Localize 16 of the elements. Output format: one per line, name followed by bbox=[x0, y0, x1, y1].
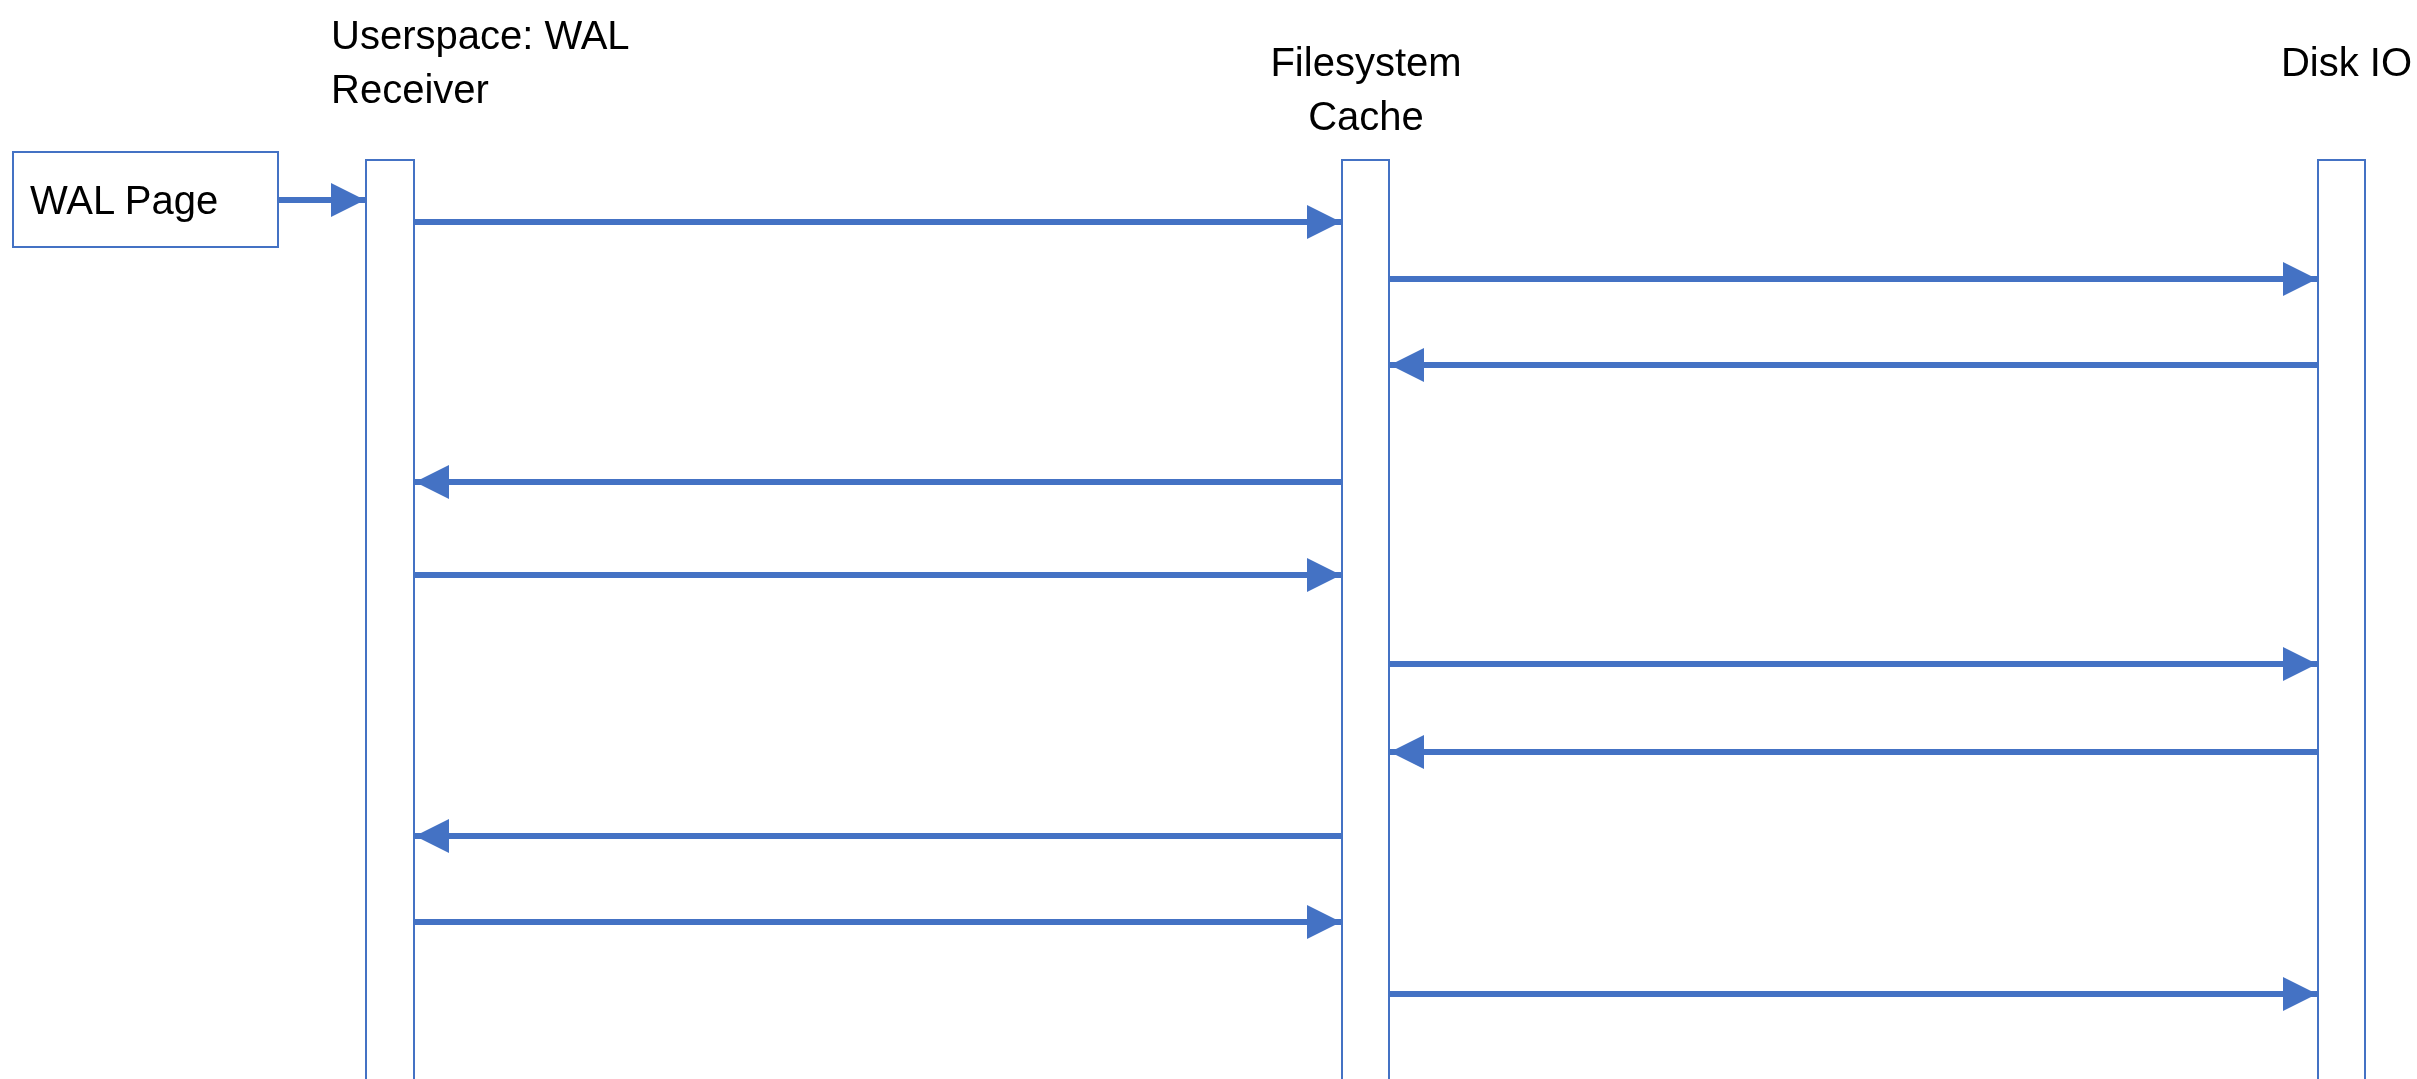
arrow bbox=[415, 819, 1341, 853]
arrow bbox=[1390, 262, 2317, 296]
lifeline-label: Disk IO bbox=[2279, 39, 2412, 86]
arrow bbox=[1390, 735, 2317, 769]
box-label: WAL Page bbox=[30, 176, 219, 224]
message-box bbox=[12, 151, 279, 248]
lifeline-label: Userspace: WAL Receiver bbox=[331, 12, 630, 113]
arrow bbox=[279, 183, 365, 217]
arrow bbox=[415, 465, 1341, 499]
arrow bbox=[415, 205, 1341, 239]
lifeline-label: Filesystem Cache bbox=[1269, 39, 1463, 140]
arrow bbox=[1390, 348, 2317, 382]
arrow bbox=[1390, 977, 2317, 1011]
arrow bbox=[415, 905, 1341, 939]
arrow bbox=[415, 558, 1341, 592]
arrow bbox=[1390, 647, 2317, 681]
